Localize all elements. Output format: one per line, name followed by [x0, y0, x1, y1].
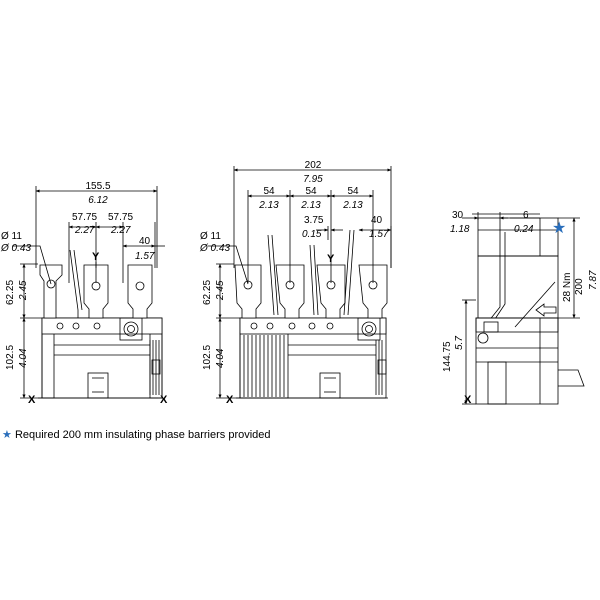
left-pitch-b-in: 2.27: [110, 225, 131, 236]
left-overall-mm: 155.5: [85, 181, 110, 192]
middle-offset-in: 0.15: [302, 229, 322, 240]
left-view-labels: 155.5 6.12 57.75 2.27 57.75 2.27 40 1.57…: [0, 181, 168, 406]
left-term-h-mm: 62.25: [5, 280, 16, 305]
middle-term-h-in: 2.45: [215, 280, 226, 301]
middle-terminal-3: [316, 264, 346, 319]
middle-overall-in: 7.95: [303, 174, 323, 185]
left-x-label-b: X: [160, 394, 168, 406]
left-base-h-mm: 102.5: [5, 345, 16, 370]
star-icon: ★: [2, 429, 12, 441]
left-terminal-bar: [41, 317, 163, 335]
middle-hole-mm: Ø 11: [200, 231, 221, 242]
middle-tab-in: 1.57: [369, 229, 389, 240]
middle-overall-mm: 202: [305, 160, 322, 171]
side-depth-mm: 30: [452, 210, 464, 221]
middle-x-label: X: [226, 394, 234, 406]
middle-terminal-bar: [239, 317, 387, 335]
side-x-label: X: [464, 394, 472, 406]
side-view: [462, 212, 585, 405]
side-star: ★: [552, 220, 566, 237]
middle-terminal-4: [358, 264, 388, 319]
middle-terminal-2: [275, 264, 305, 319]
middle-pitch2-in: 2.13: [300, 200, 321, 211]
left-hole-mm: Ø 11: [1, 231, 22, 242]
footnote: ★ Required 200 mm insulating phase barri…: [2, 428, 271, 441]
side-height-mm: 200: [574, 278, 585, 295]
left-tab-in: 1.57: [135, 251, 155, 262]
side-gap-in: 0.24: [514, 224, 534, 235]
left-tab-mm: 40: [139, 236, 151, 247]
left-terminal-1: [39, 264, 63, 319]
middle-pitch2-mm: 54: [305, 186, 317, 197]
side-body-h-mm: 144.75: [442, 341, 453, 372]
middle-pitch1-in: 2.13: [258, 200, 279, 211]
middle-pitch1-mm: 54: [263, 186, 275, 197]
left-terminal-2: [83, 264, 109, 319]
middle-view-labels: 202 7.95 54 2.13 54 2.13 54 2.13 3.75 0.…: [199, 160, 389, 406]
left-y-label: Y: [92, 251, 100, 263]
middle-offset-mm: 3.75: [304, 215, 324, 226]
left-pitch-a-in: 2.27: [74, 225, 95, 236]
middle-y-label: Y: [327, 253, 335, 265]
left-base-h-in: 4.04: [18, 348, 29, 368]
middle-pitch3-in: 2.13: [342, 200, 363, 211]
middle-base-h-mm: 102.5: [202, 345, 213, 370]
middle-tab-mm: 40: [371, 215, 383, 226]
side-height-in: 7.87: [588, 270, 599, 290]
side-body-h-in: 5.7: [454, 336, 465, 350]
side-gap-mm: 6: [523, 210, 529, 221]
left-pitch-a-mm: 57.75: [72, 212, 97, 223]
middle-terminal-1: [234, 264, 262, 319]
left-hole-in: Ø 0.43: [0, 243, 31, 254]
left-overall-in: 6.12: [88, 195, 108, 206]
left-pitch-b-mm: 57.75: [108, 212, 133, 223]
middle-term-h-mm: 62.25: [202, 280, 213, 305]
middle-view: [208, 166, 392, 399]
side-view-labels: 30 1.18 6 0.24 7.87 200 28 Nm 144.75 5.7…: [442, 210, 599, 406]
left-x-label-a: X: [28, 394, 36, 406]
middle-hole-in: Ø 0.43: [199, 243, 230, 254]
side-depth-in: 1.18: [450, 224, 470, 235]
footnote-text: Required 200 mm insulating phase barrier…: [14, 429, 271, 441]
left-terminal-3: [127, 264, 153, 319]
middle-pitch3-mm: 54: [347, 186, 359, 197]
middle-base-h-in: 4.04: [215, 348, 226, 368]
left-term-h-in: 2.45: [18, 280, 29, 301]
left-view: [12, 186, 165, 399]
side-torque: 28 Nm: [562, 273, 573, 302]
